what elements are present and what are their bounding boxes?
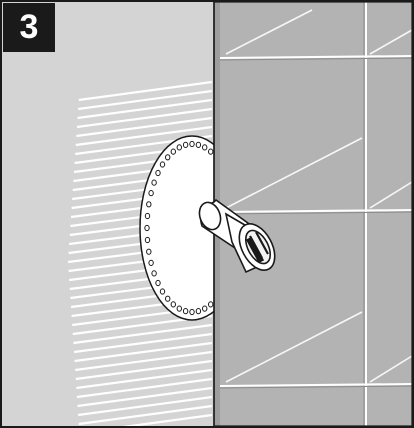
flange-hole (208, 148, 214, 155)
hatch-line (78, 89, 213, 111)
hatch-line (108, 413, 213, 428)
hatch-line (75, 350, 213, 372)
flange-hole (151, 270, 157, 277)
hatch-line (75, 125, 213, 147)
flange-hole (170, 148, 177, 155)
flange-hole (148, 259, 154, 266)
flange-hole (189, 140, 195, 148)
flange-hole (182, 308, 189, 315)
step-number-badge: 3 (3, 3, 55, 52)
flange-hole (151, 179, 157, 186)
hatch-line (73, 323, 213, 345)
hatch-line (74, 341, 213, 363)
flange-hole (202, 144, 208, 151)
flange-hole (144, 224, 150, 232)
hatch-line (78, 395, 213, 417)
flange-hole (155, 169, 161, 177)
hatch-line (76, 377, 213, 399)
flange-hole (176, 144, 183, 151)
flange-hole (208, 301, 214, 308)
flange-hole (165, 295, 171, 302)
flange-hole (159, 288, 166, 295)
valve-fitting (198, 198, 276, 274)
flange-hole (144, 212, 151, 220)
flange-hole (165, 154, 171, 161)
hatch-line (78, 80, 213, 102)
flange-hole (195, 141, 202, 148)
flange-hole (148, 190, 154, 197)
hatch-line (78, 404, 213, 426)
hatch-line (77, 386, 213, 408)
flange-hole (155, 279, 161, 287)
hatch-line (76, 116, 213, 138)
flange-hole (170, 301, 177, 308)
flange-hole (189, 308, 195, 316)
hatch-line (76, 368, 213, 390)
hatch-line (76, 107, 213, 129)
hatch-line (73, 332, 213, 354)
flange-hole (182, 141, 189, 148)
hatch-line (75, 359, 213, 381)
hatch-line (77, 98, 213, 120)
flange-hole (176, 305, 183, 312)
flange-hole (146, 248, 152, 255)
flange-hole (144, 236, 151, 244)
flange-hole (202, 305, 208, 312)
flange-holes (144, 140, 214, 316)
flange-hole (159, 161, 166, 168)
flange-hole (195, 308, 202, 315)
tile-panel (213, 1, 413, 427)
flange-plate (139, 135, 214, 321)
flange-hole (146, 201, 152, 208)
